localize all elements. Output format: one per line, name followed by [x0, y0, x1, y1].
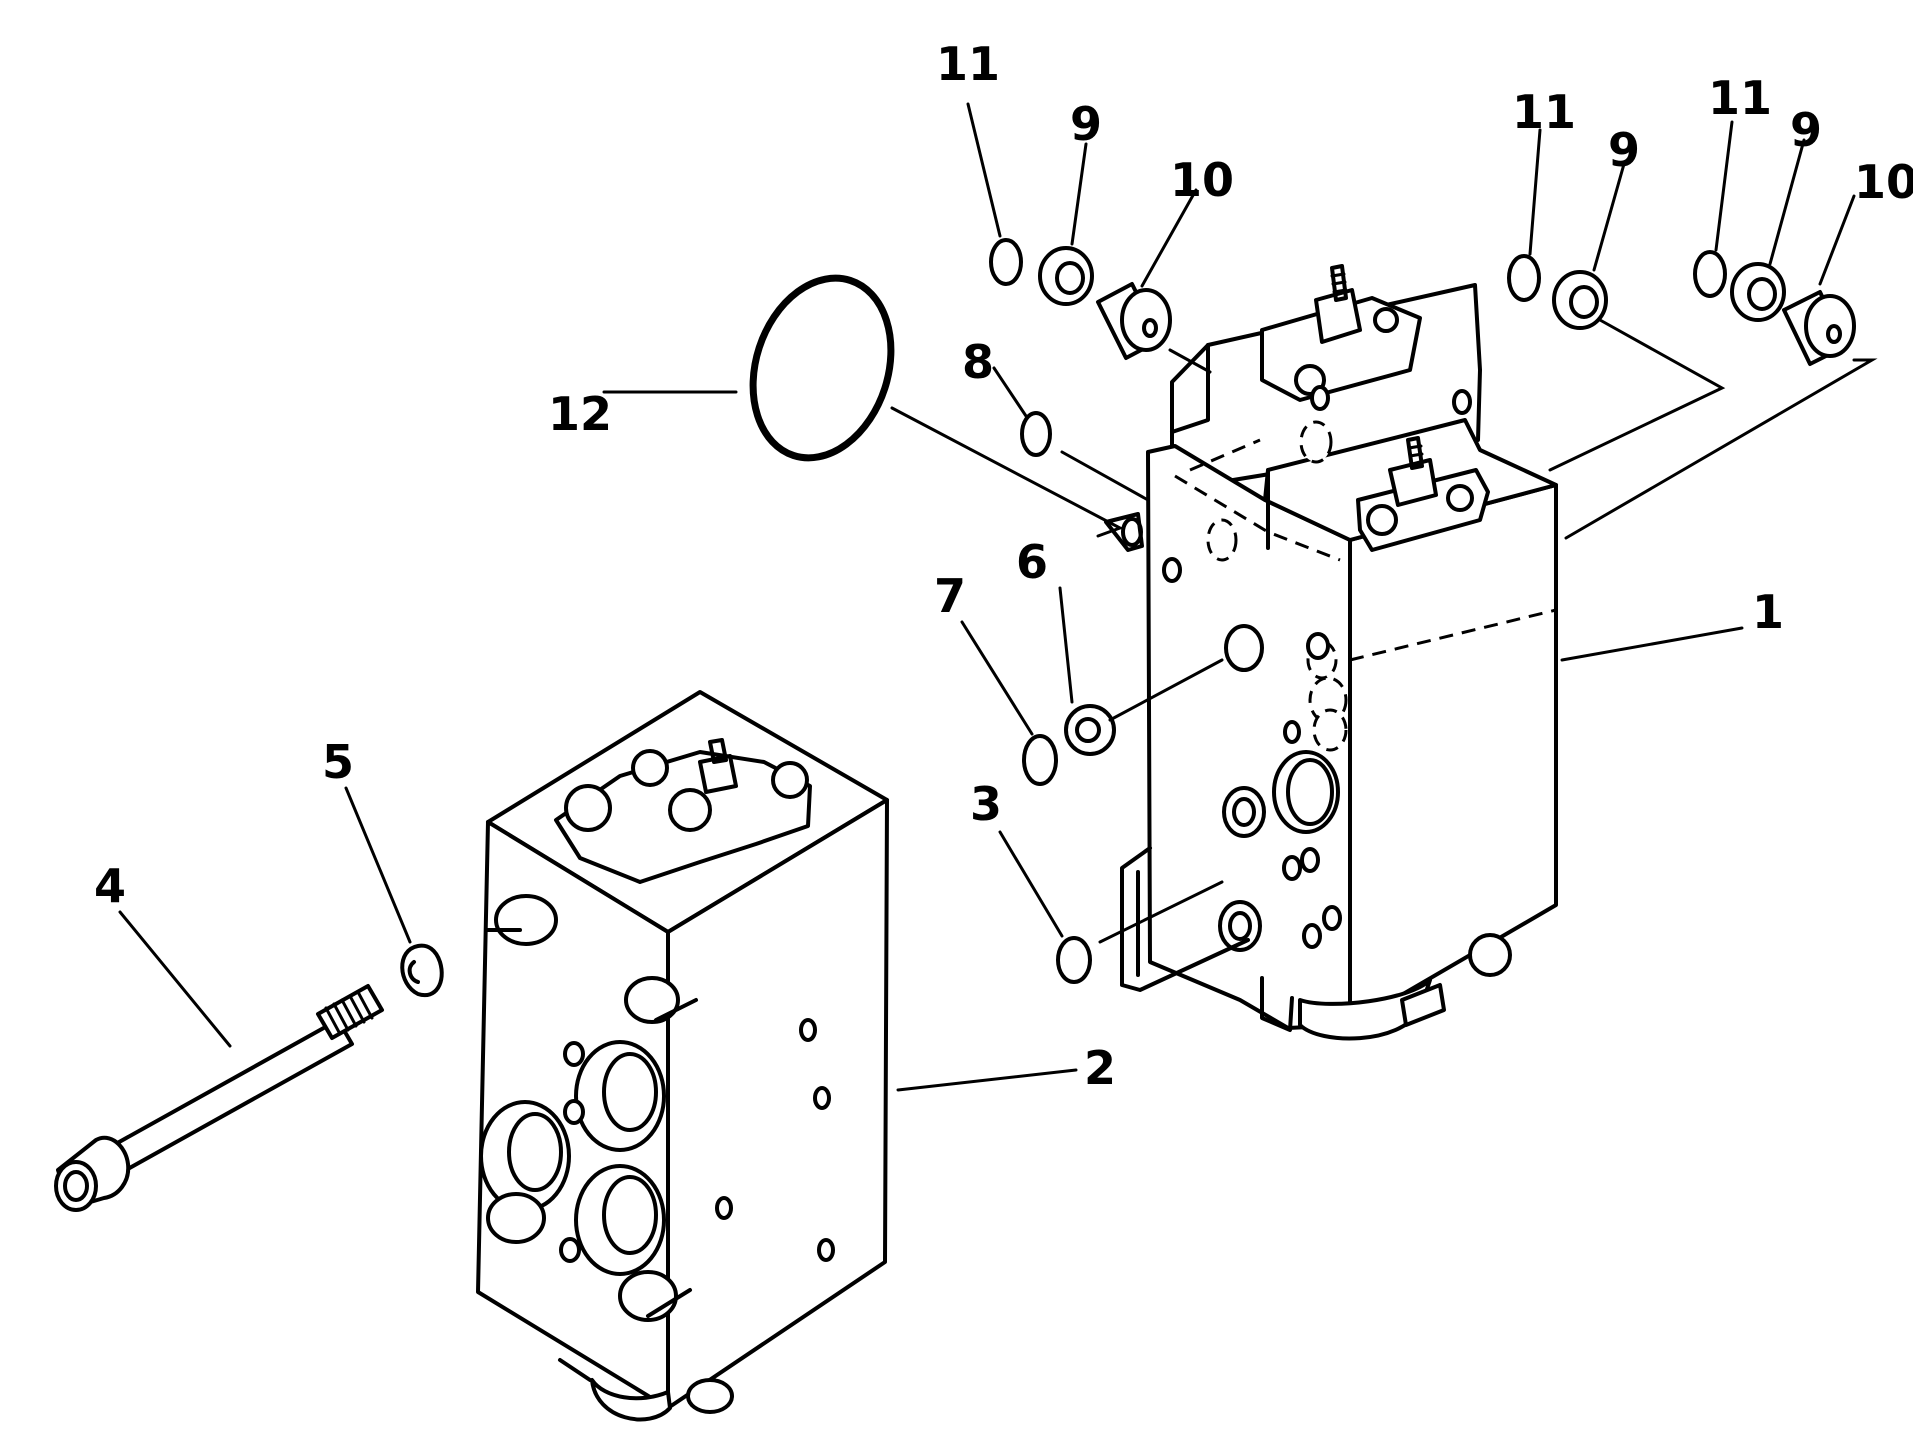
callout-12: 12 — [548, 387, 612, 441]
leader-3 — [998, 830, 1064, 938]
o-ring-part-7 — [1022, 734, 1058, 786]
upper-small-parts — [989, 238, 1856, 366]
callout-5: 5 — [322, 735, 354, 789]
leader-9-c — [1768, 138, 1806, 266]
leader-9-a — [1070, 142, 1088, 246]
leader-lines — [118, 102, 1856, 1092]
leader-11-a — [966, 102, 1002, 238]
leader-2 — [896, 1068, 1078, 1092]
callout-10-a: 10 — [1170, 153, 1234, 207]
callout-11-c: 11 — [1708, 71, 1772, 125]
callout-labels: 12 8 11 9 10 11 9 11 9 10 1 6 7 3 5 4 2 — [94, 37, 1913, 1095]
leader-6 — [1058, 586, 1074, 704]
callout-9-a: 9 — [1070, 97, 1102, 151]
leader-7 — [960, 620, 1034, 736]
o-ring-part-8 — [1020, 411, 1052, 457]
leader-5 — [344, 786, 412, 944]
leader-1 — [1560, 626, 1744, 662]
callout-1: 1 — [1752, 585, 1784, 639]
callout-8: 8 — [962, 335, 994, 389]
leader-8 — [992, 366, 1028, 418]
valve-assembly-1 — [1104, 264, 1558, 1041]
callout-2: 2 — [1084, 1041, 1116, 1095]
o-ring-part-3 — [1056, 936, 1092, 984]
guide-lines — [890, 318, 1878, 944]
callout-6: 6 — [1016, 535, 1048, 589]
snap-ring-part-5 — [400, 943, 444, 998]
o-ring-part-11-b — [1507, 254, 1541, 302]
plug-part-6 — [1064, 704, 1116, 756]
o-ring-part-11-a — [989, 238, 1023, 286]
leader-10-b — [1818, 194, 1856, 286]
callout-4: 4 — [94, 859, 126, 913]
o-ring-part-11-c — [1693, 250, 1727, 298]
leader-11-c — [1714, 120, 1734, 252]
o-ring-part-12 — [749, 274, 895, 462]
callout-10-b: 10 — [1854, 155, 1913, 209]
callout-11-b: 11 — [1512, 85, 1576, 139]
callout-7: 7 — [934, 569, 966, 623]
leader-10-a — [1140, 188, 1198, 288]
callout-9-c: 9 — [1790, 103, 1822, 157]
callout-9-b: 9 — [1608, 123, 1640, 177]
bolt-part-4 — [54, 984, 384, 1212]
leader-11-b — [1528, 128, 1542, 256]
callout-11-a: 11 — [936, 37, 1000, 91]
leader-4 — [118, 910, 232, 1048]
leader-9-b — [1592, 162, 1626, 272]
callout-3: 3 — [970, 777, 1002, 831]
seal-parts — [1020, 411, 1116, 984]
valve-assembly-2 — [476, 690, 889, 1422]
